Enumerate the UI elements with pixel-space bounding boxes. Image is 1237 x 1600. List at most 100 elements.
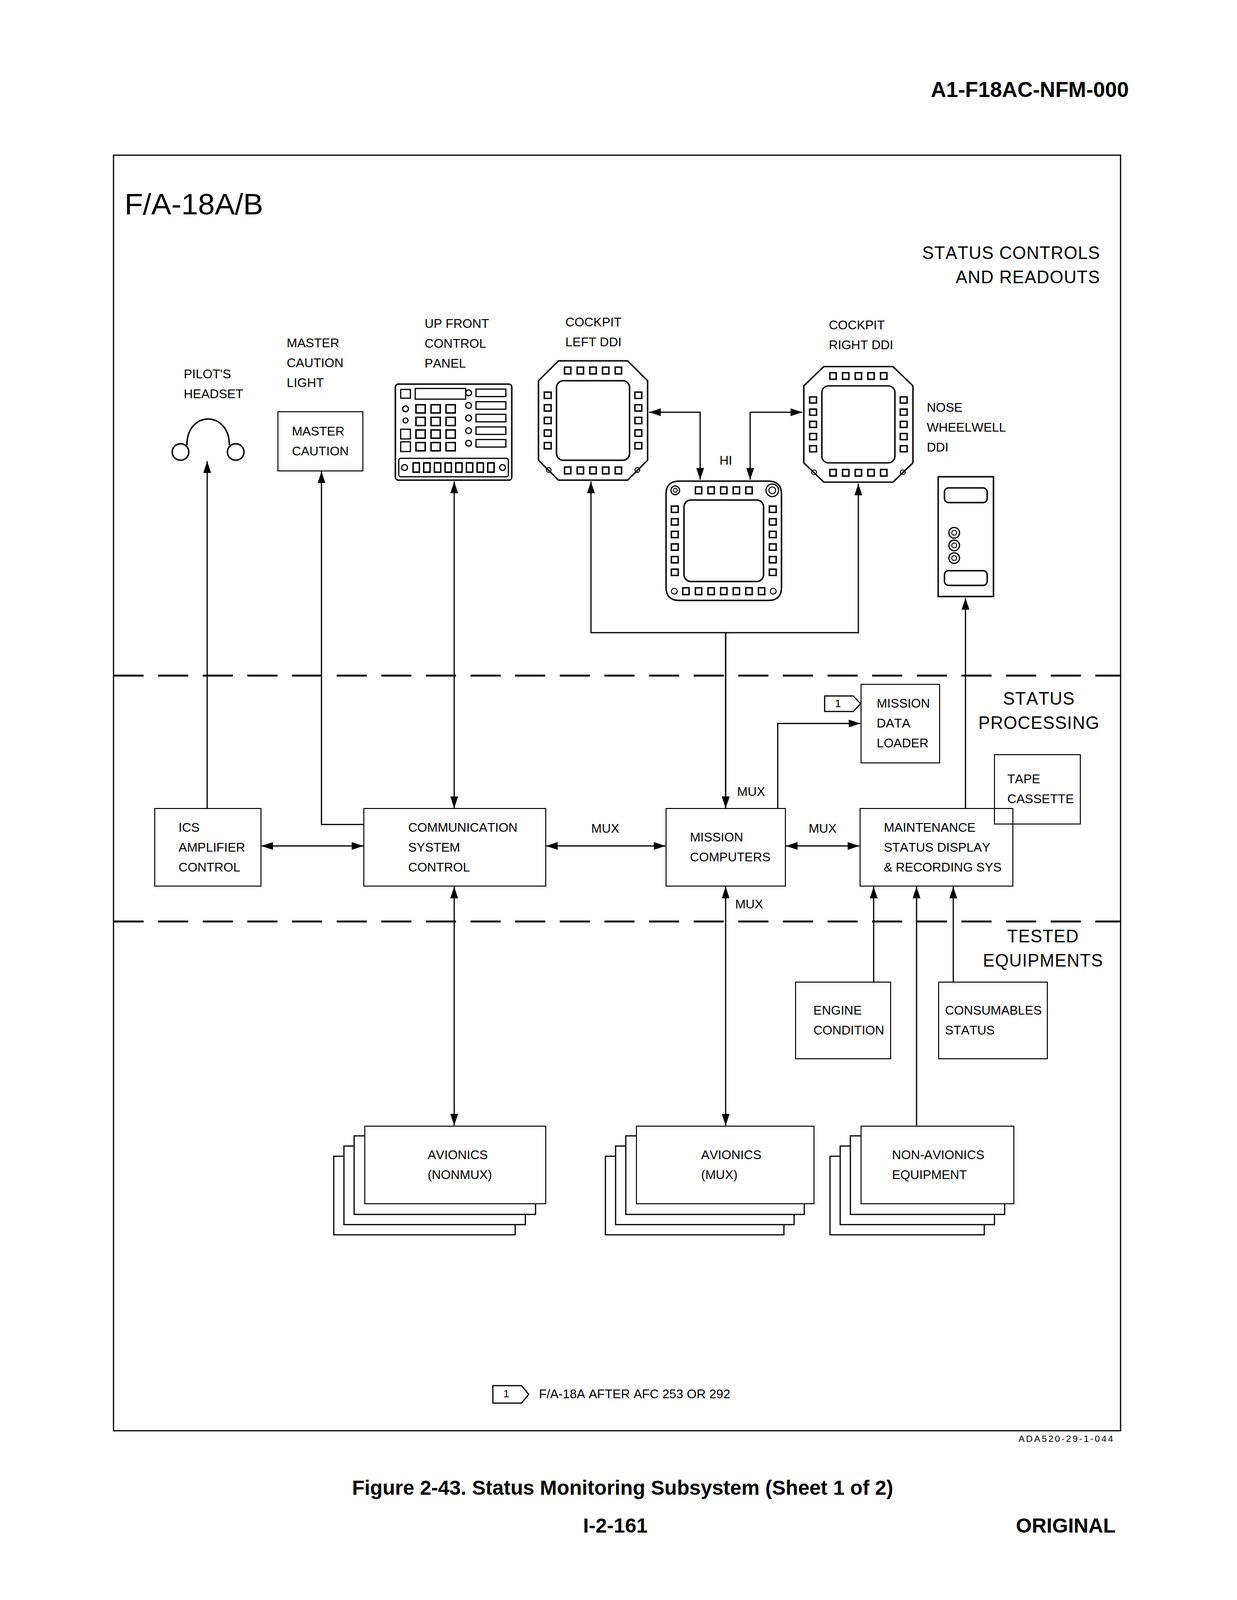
box-text: MISSION COMPUTERS	[689, 827, 771, 868]
arrowhead	[450, 796, 458, 809]
connector	[777, 719, 861, 809]
component-label: MASTER CAUTION LIGHT	[286, 333, 344, 393]
arrowhead	[721, 796, 730, 809]
component-label: COCKPIT LEFT DDI	[565, 312, 627, 353]
connector	[261, 842, 364, 850]
connector-line	[749, 412, 802, 480]
box-text: ENGINE CONDITION	[813, 1000, 885, 1041]
arrowhead	[261, 842, 274, 850]
display-node: COCKPIT RIGHT DDI	[802, 365, 915, 484]
connector-line	[725, 483, 859, 809]
arrowhead	[869, 886, 878, 899]
revision-mark: ORIGINAL	[1015, 1514, 1116, 1538]
arrowhead	[847, 842, 860, 850]
process-box: ICS AMPLIFIER CONTROL	[154, 808, 262, 887]
connector-line	[261, 845, 364, 847]
component-label: UP FRONT CONTROL PANEL	[424, 313, 493, 374]
arrowhead	[203, 461, 212, 473]
connector	[317, 471, 364, 825]
connector	[586, 481, 730, 809]
figure-title: F/A-18A/B	[124, 186, 264, 222]
box-text: MASTER CAUTION	[292, 421, 349, 462]
arrowhead	[949, 886, 958, 899]
box-text: CONSUMABLES STATUS	[944, 1000, 1042, 1041]
component-label: PILOT'S HEADSET	[183, 364, 244, 405]
connector-line	[964, 598, 967, 809]
connector	[203, 461, 212, 809]
arrowhead	[546, 842, 558, 850]
connector	[869, 886, 878, 982]
connector-line	[453, 886, 456, 1126]
display-node: NOSE WHEELWELL DDI	[936, 475, 995, 599]
arrowhead	[721, 886, 730, 899]
connector-line	[649, 412, 700, 480]
display-icon	[666, 481, 782, 601]
arrowhead	[790, 408, 803, 417]
process-box: COMMUNICATION SYSTEM CONTROL	[363, 808, 547, 887]
component-label: HI	[719, 450, 733, 471]
process-box: MISSION COMPUTERS	[665, 808, 786, 887]
signal-label: MUX	[735, 784, 768, 800]
box-text: NON-AVIONICS EQUIPMENT	[892, 1145, 991, 1186]
document-number: A1-F18AC-NFM-000	[930, 77, 1129, 102]
arrowhead	[848, 719, 861, 728]
connector-line	[453, 481, 456, 809]
process-box: TAPE CASSETTE	[993, 754, 1081, 825]
process-box: MAINTENANCE STATUS DISPLAY & RECORDING S…	[859, 808, 1014, 887]
signal-label: MUX	[589, 821, 622, 837]
connector-line	[321, 471, 364, 825]
section-label: TESTED EQUIPMENTS	[982, 924, 1104, 974]
connector	[949, 886, 958, 982]
signal-label: MUX	[806, 821, 839, 837]
display-icon	[538, 360, 648, 481]
footnote: F/A-18A AFTER AFC 253 OR 292	[538, 1386, 731, 1402]
arrowhead	[721, 796, 730, 809]
arrowhead	[721, 1114, 730, 1126]
process-box: MISSION DATA LOADER	[860, 683, 941, 764]
connector-line	[777, 723, 861, 809]
section-divider	[113, 674, 1121, 677]
drawing-id: ADA520-29-1-044	[1018, 1433, 1115, 1445]
callout-flag	[824, 696, 861, 712]
arrowhead	[450, 1114, 458, 1126]
arrowhead	[450, 481, 458, 494]
arrowhead	[696, 468, 704, 480]
connector	[649, 408, 704, 480]
signal-label: MUX	[732, 896, 765, 912]
arrowhead	[586, 481, 595, 494]
connector-line	[546, 845, 666, 847]
display-unit-icon	[938, 476, 994, 597]
arrowhead	[351, 842, 364, 850]
connector	[546, 842, 666, 850]
box-text: MISSION DATA LOADER	[876, 693, 930, 754]
display-node: HI	[664, 479, 783, 603]
connector	[450, 481, 458, 809]
equipment-box: AVIONICS (NONMUX)	[364, 1125, 547, 1205]
component-label: NOSE WHEELWELL DDI	[926, 397, 1006, 458]
connector-line	[590, 481, 726, 809]
arrowhead	[785, 842, 798, 850]
figure-caption: Figure 2-43. Status Monitoring Subsystem…	[352, 1476, 894, 1500]
component-label: COCKPIT RIGHT DDI	[828, 315, 897, 356]
connector	[721, 483, 863, 809]
headset-node: PILOT'S HEADSET	[171, 413, 246, 462]
page-number: I-2-161	[583, 1514, 648, 1538]
arrowhead	[854, 483, 863, 496]
box-text: AVIONICS (MUX)	[700, 1145, 762, 1186]
section-divider	[113, 920, 1121, 923]
connector-line	[206, 461, 209, 809]
callout-number: 1	[834, 697, 841, 711]
callout-number: 1	[503, 1387, 509, 1401]
connector	[912, 886, 921, 1126]
arrowhead	[653, 842, 666, 850]
section-label: STATUS PROCESSING	[978, 686, 1100, 736]
figure-frame	[113, 155, 1121, 1432]
connector	[961, 598, 970, 809]
box-text: TAPE CASSETTE	[1007, 769, 1074, 810]
caution-light-box: MASTER CAUTION LIGHTMASTER CAUTION	[277, 411, 364, 472]
equipment-box: AVIONICS (MUX)	[635, 1125, 815, 1205]
process-box: CONSUMABLES STATUS	[938, 981, 1048, 1060]
arrowhead	[317, 471, 326, 484]
connector	[450, 886, 458, 1126]
